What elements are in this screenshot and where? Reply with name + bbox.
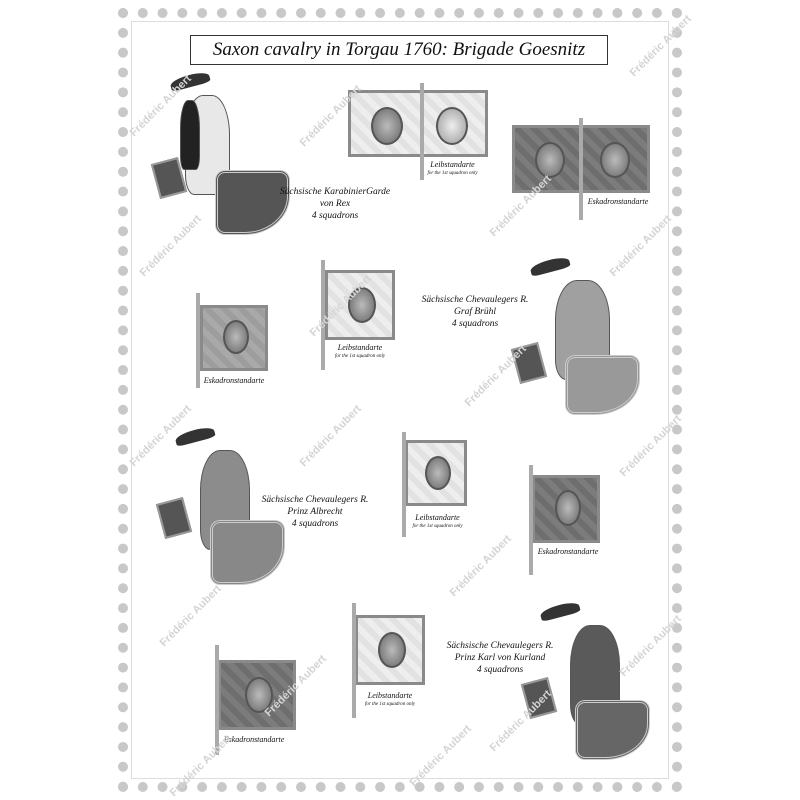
label-text: Leibstandarte [367, 691, 413, 700]
unit-caption-2: Sächsische Chevaulegers R. Graf Brühl 4 … [400, 294, 550, 330]
unit-name: Sächsische Chevaulegers R. [421, 295, 529, 305]
cuirass [180, 100, 200, 170]
label-text: Leibstandarte [337, 343, 383, 352]
unit-name: Sächsische KarabinierGarde [279, 187, 391, 197]
flag-label: Leibstandarte for the 1st squadron only [415, 160, 490, 178]
label-note: for the 1st squadron only [412, 524, 463, 529]
unit-subname: Graf Brühl [454, 307, 496, 317]
soldier-kurland [515, 600, 655, 765]
leibstandarte-flag-karabiniergarde [348, 90, 488, 157]
flag-pole [352, 603, 356, 718]
coat-of-arms [378, 632, 406, 668]
unit-name: Sächsische Chevaulegers R. [261, 495, 369, 505]
unit-caption-1: Sächsische KarabinierGarde von Rex 4 squ… [250, 186, 420, 222]
coat-of-arms [371, 107, 403, 145]
coat-of-arms [555, 490, 581, 526]
flag-label: Eskadronstandarte [537, 547, 599, 556]
label-text: Leibstandarte [415, 513, 460, 522]
coat-of-arms [348, 287, 376, 323]
flag-label: Leibstandarte for the 1st squadron only [320, 343, 400, 361]
flag-pole [321, 260, 325, 370]
coat-of-arms [436, 107, 468, 145]
flag-label: Leibstandarte for the 1st squadron only [350, 691, 430, 709]
coat-of-arms [245, 677, 273, 713]
flag-pole [579, 118, 583, 220]
sabretache [520, 676, 558, 720]
unit-strength: 4 squadrons [311, 211, 359, 221]
sabretache [510, 341, 548, 385]
unit-strength: 4 squadrons [291, 519, 339, 529]
eskadronstandarte-flag-kurland [218, 660, 296, 730]
coat-of-arms [425, 456, 451, 490]
hat [539, 600, 581, 622]
soldier-karabiniergarde [150, 70, 295, 240]
label-note: for the 1st squadron only [364, 702, 416, 707]
unit-caption-4: Sächsische Chevaulegers R. Prinz Karl vo… [425, 640, 575, 676]
unit-caption-3: Sächsische Chevaulegers R. Prinz Albrech… [240, 494, 390, 530]
unit-strength: 4 squadrons [451, 319, 499, 329]
saddle-cloth [565, 355, 640, 415]
leibstandarte-flag-bruehl [325, 270, 395, 340]
flag-label: Leibstandarte for the 1st squadron only [400, 513, 475, 531]
unit-subname: Prinz Albrecht [287, 507, 343, 517]
soldier-albrecht [150, 425, 290, 590]
eskadronstandarte-flag-bruehl [200, 305, 268, 371]
flag-pole [215, 645, 219, 755]
label-note: for the 1st squadron only [334, 354, 386, 359]
leibstandarte-flag-albrecht [405, 440, 467, 506]
saddle-cloth [575, 700, 650, 760]
flag-pole [402, 432, 406, 537]
eskadronstandarte-flag-albrecht [532, 475, 600, 543]
hat [169, 70, 211, 92]
coat-of-arms [535, 142, 565, 178]
flag-pole [529, 465, 533, 575]
unit-strength: 4 squadrons [476, 665, 524, 675]
hat [174, 425, 216, 447]
leibstandarte-flag-kurland [355, 615, 425, 685]
unit-subname: Prinz Karl von Kurland [454, 653, 546, 663]
flag-label: Eskadronstandarte [203, 376, 265, 385]
unit-name: Sächsische Chevaulegers R. [446, 641, 554, 651]
unit-subname: von Rex [319, 199, 351, 209]
hat [529, 255, 571, 277]
flag-pole [196, 293, 200, 388]
flag-label: Eskadronstandarte [587, 197, 649, 206]
flag-pole [420, 83, 424, 180]
label-note: for the 1st squadron only [427, 171, 478, 176]
coat-of-arms [600, 142, 630, 178]
decorative-border [118, 8, 682, 792]
saddle-cloth [210, 520, 285, 585]
sabretache [155, 496, 193, 540]
coat-of-arms [223, 320, 249, 354]
label-text: Leibstandarte [430, 160, 475, 169]
flag-label: Eskadronstandarte [223, 735, 285, 744]
page-title: Saxon cavalry in Torgau 1760: Brigade Go… [190, 35, 608, 65]
soldier-bruehl [505, 255, 645, 420]
